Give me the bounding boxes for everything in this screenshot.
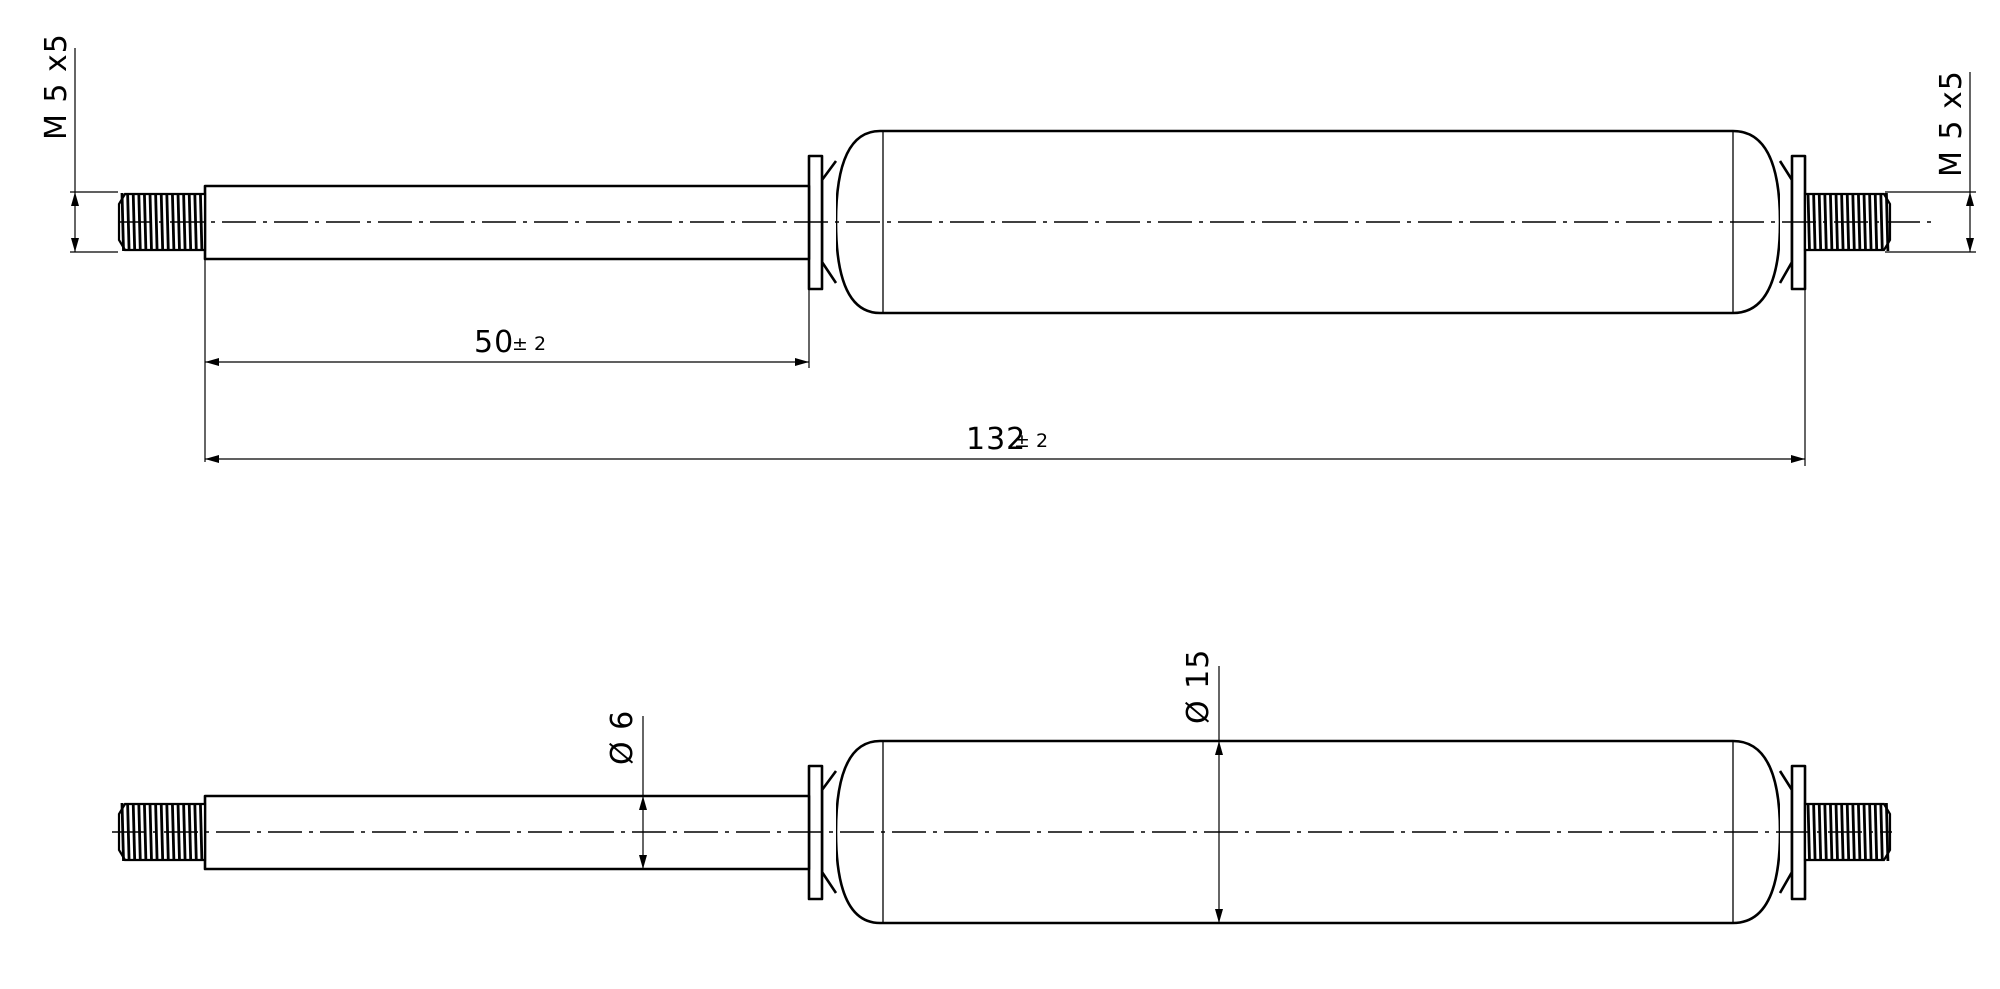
thread-tooth bbox=[199, 802, 204, 862]
thread-tooth bbox=[1823, 802, 1828, 862]
bottom-view: Ø 6 Ø 15 bbox=[112, 649, 1892, 925]
thread-label-right: M 5 x5 bbox=[1934, 70, 1969, 177]
thread-tooth bbox=[165, 192, 170, 252]
rod-length-dimension: 50 ± 2 bbox=[204, 259, 810, 462]
total-length-label: 132 bbox=[966, 422, 1026, 457]
rod-length-label: 50 bbox=[474, 325, 514, 360]
thread-tooth bbox=[1829, 192, 1834, 252]
rod-diameter-label: Ø 6 bbox=[605, 710, 640, 765]
total-length-dimension: 132 ± 2 bbox=[205, 289, 1806, 466]
top-view: M 5 x5 M 5 x5 50 ± 2 132 bbox=[39, 33, 1976, 466]
thread-tooth bbox=[1879, 192, 1884, 252]
body-diameter-dimension: Ø 15 bbox=[1181, 649, 1223, 923]
thread-tooth bbox=[1817, 192, 1823, 252]
thread-dimension-left: M 5 x5 bbox=[39, 33, 118, 253]
thread-tooth bbox=[1812, 802, 1817, 862]
rod-diameter-dimension: Ø 6 bbox=[605, 710, 647, 869]
thread-tooth bbox=[159, 802, 165, 862]
thread-tooth bbox=[1862, 802, 1867, 862]
thread-tooth bbox=[148, 802, 153, 862]
thread-tooth bbox=[1873, 802, 1879, 862]
thread-tooth bbox=[1868, 192, 1873, 252]
total-length-tolerance: ± 2 bbox=[1014, 430, 1048, 452]
thread-label-left: M 5 x5 bbox=[39, 33, 74, 140]
thread-tooth bbox=[154, 192, 159, 252]
body-diameter-label: Ø 15 bbox=[1181, 649, 1216, 724]
rod-length-tolerance: ± 2 bbox=[512, 333, 546, 355]
thread-dimension-right: M 5 x5 bbox=[1885, 70, 1976, 253]
